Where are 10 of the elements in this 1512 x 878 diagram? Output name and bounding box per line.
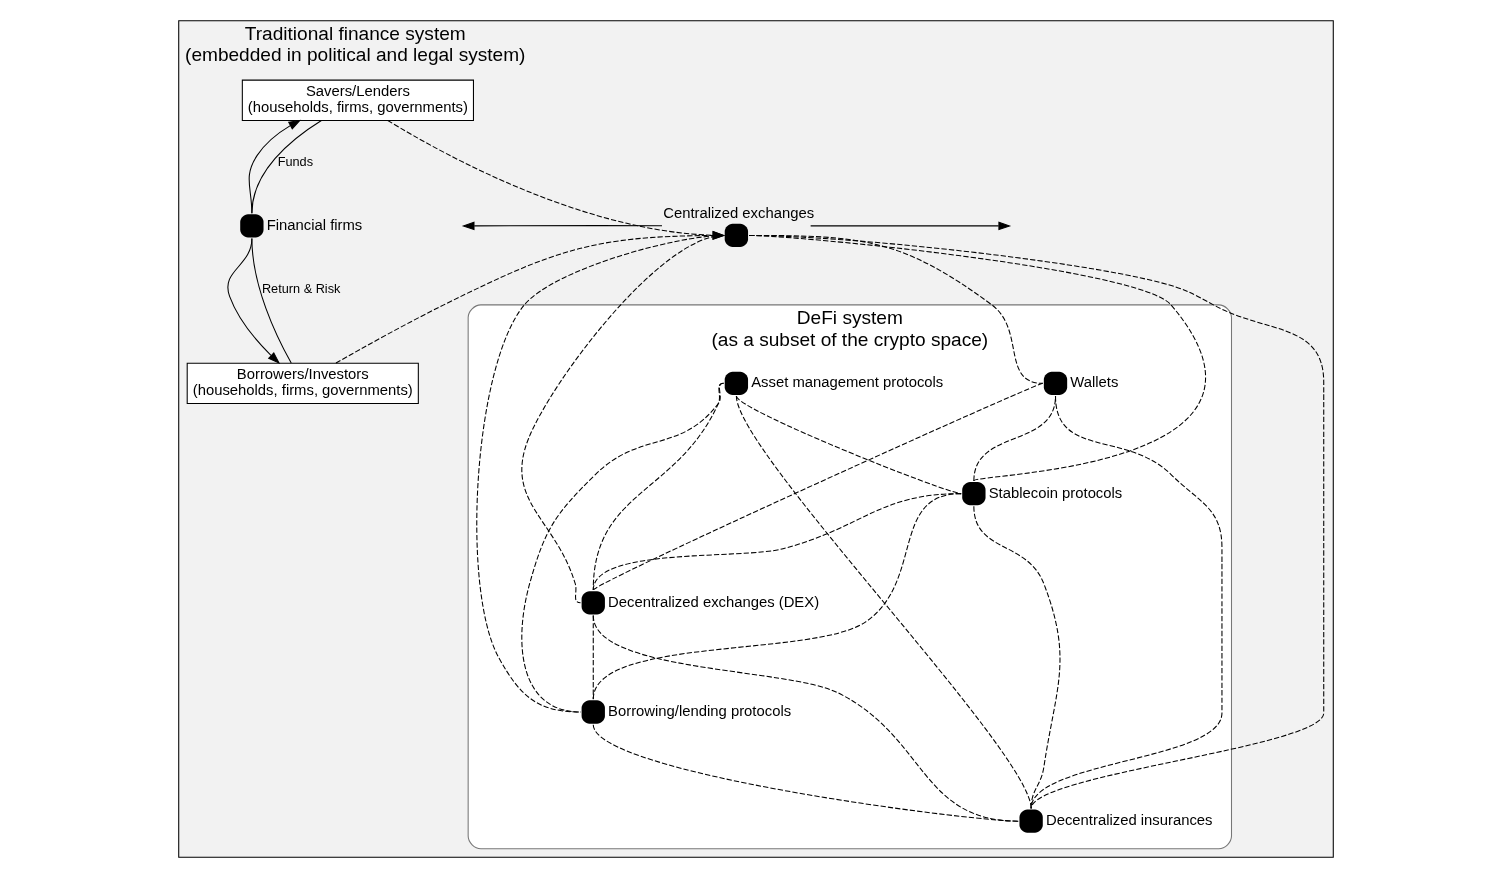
node-label: Decentralized exchanges (DEX) — [608, 593, 820, 610]
node-label: Asset management protocols — [751, 374, 944, 391]
node-label: Centralized exchanges — [663, 204, 815, 221]
node-label: Borrowing/lending protocols — [608, 702, 792, 719]
node-label: Decentralized insurances — [1045, 812, 1213, 829]
node-label: Wallets — [1070, 374, 1119, 391]
node-label: Financial firms — [266, 216, 363, 233]
node-label: Stablecoin protocols — [988, 484, 1123, 501]
edge-label: Return & Risk — [261, 280, 341, 296]
edge-label: Funds — [277, 153, 314, 169]
